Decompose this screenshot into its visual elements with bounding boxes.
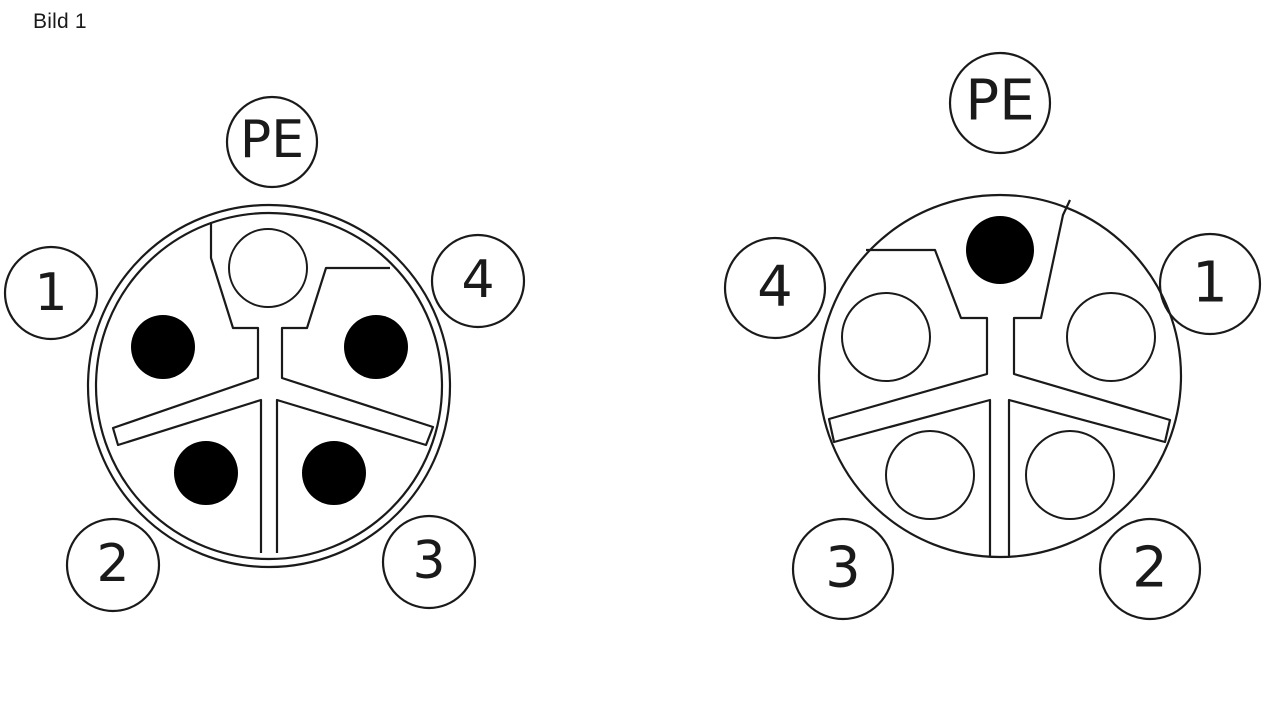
pin-left-4	[344, 315, 408, 379]
label-bubble-left-3	[381, 514, 477, 610]
connector-left-outer-ring	[86, 203, 452, 569]
label-left-4: 4	[461, 250, 494, 310]
connector-right-labels: PE 4 1 3 2	[757, 69, 1228, 601]
label-bubble-left-pe	[225, 95, 319, 189]
label-left-3: 3	[412, 531, 445, 591]
label-bubble-left-2	[65, 517, 161, 613]
label-right-3: 3	[825, 536, 861, 601]
connector-right	[723, 51, 1262, 621]
label-right-2: 2	[1132, 536, 1168, 601]
label-bubble-left-4	[430, 233, 526, 329]
pin-right-pe	[966, 216, 1034, 284]
label-left-2: 2	[96, 534, 129, 594]
pin-left-2	[174, 441, 238, 505]
pin-left-1	[131, 315, 195, 379]
pin-right-2	[1025, 430, 1115, 520]
pin-right-4	[841, 292, 931, 382]
label-bubble-right-pe	[948, 51, 1052, 155]
label-right-4: 4	[757, 255, 793, 320]
label-bubble-right-4	[723, 236, 827, 340]
label-right-pe: PE	[965, 69, 1034, 134]
label-right-1: 1	[1192, 251, 1228, 316]
connector-right-divider	[827, 199, 1172, 557]
pin-right-1	[1066, 292, 1156, 382]
pin-left-pe	[228, 228, 308, 308]
pin-left-3	[302, 441, 366, 505]
label-bubble-right-2	[1098, 517, 1202, 621]
label-bubble-right-1	[1158, 232, 1262, 336]
figure-caption: Bild 1	[33, 10, 87, 33]
connector-left-labels: PE 1 4 2 3	[34, 110, 494, 594]
label-left-1: 1	[34, 263, 67, 323]
connector-left-divider	[111, 222, 435, 553]
connector-left-inner-ring	[94, 211, 444, 561]
label-bubble-right-3	[791, 517, 895, 621]
label-left-pe: PE	[240, 110, 304, 170]
connector-right-outer-ring	[817, 193, 1183, 559]
label-bubble-left-1	[3, 245, 99, 341]
pin-right-3	[885, 430, 975, 520]
connector-left	[3, 95, 526, 613]
